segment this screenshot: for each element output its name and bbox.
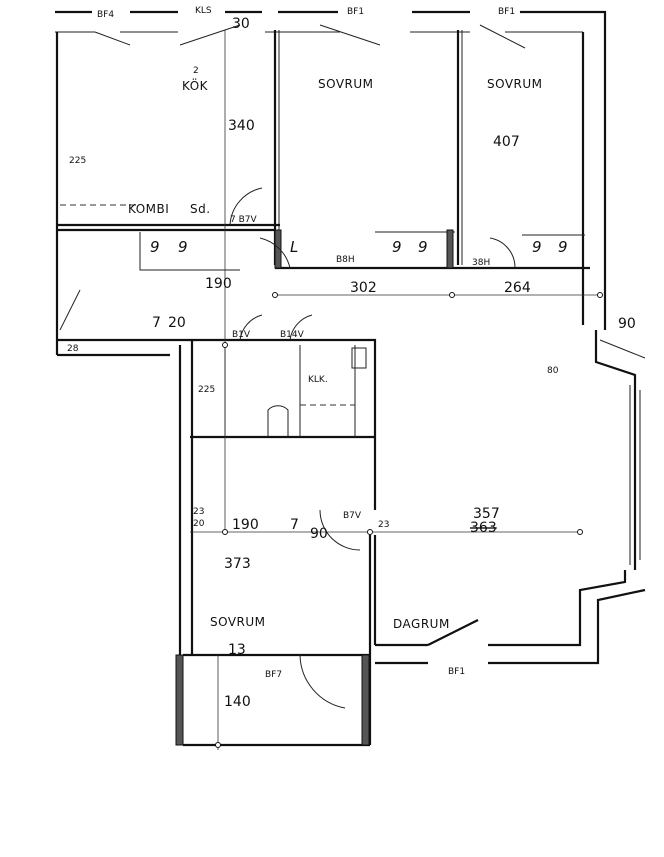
room-living: DAGRUM: [393, 617, 450, 631]
dim-140: 140: [224, 694, 251, 710]
window-code-kls: KLS: [195, 6, 212, 16]
balcony-wall: [175, 654, 184, 746]
label-combi: KOMBI: [128, 202, 169, 216]
dim-23: 23: [193, 507, 204, 517]
label-wc: KLK.: [308, 375, 328, 385]
dim-264: 264: [504, 280, 531, 296]
label-combi-suffix: Sd.: [190, 202, 211, 216]
dim-90: 90: [618, 316, 636, 332]
window-code-bf1: BF1: [347, 7, 364, 17]
window-code-bf1-bottom: BF1: [448, 667, 465, 677]
door-code-38h: 38H: [472, 258, 490, 268]
dim-80: 80: [547, 366, 559, 376]
closet-mark: 9: [532, 238, 542, 256]
door-code-b7v-mid: B7V: [343, 511, 362, 521]
door-code-b7v: 7 B7V: [230, 215, 257, 225]
dim-407: 407: [493, 134, 520, 150]
dim-373: 373: [224, 556, 251, 572]
window-code-bf7: BF7: [265, 670, 282, 680]
closet-mark: 9: [150, 238, 160, 256]
dim-190-h: 190: [232, 517, 259, 533]
dim-225-top: 225: [69, 156, 86, 166]
window-code-bf1: BF1: [498, 7, 515, 17]
dim-20: 20: [168, 315, 186, 331]
dim-20-b: 20: [193, 519, 205, 529]
door-code-b14v: B14V: [280, 330, 305, 340]
dim-7: 7: [152, 315, 161, 331]
dim-363: 363: [470, 520, 497, 536]
dim-190-v: 190: [205, 276, 232, 292]
closet-mark: 9: [178, 238, 188, 256]
dim-340: 340: [228, 118, 255, 134]
closet-mark: 9: [558, 238, 568, 256]
dim-28: 28: [67, 344, 79, 354]
kitchen-note: 2: [193, 66, 199, 76]
closet-mark: 9: [418, 238, 428, 256]
walls: [55, 10, 646, 750]
room-kitchen: KÖK: [182, 77, 209, 93]
dim-302: 302: [350, 280, 377, 296]
dim-13: 13: [228, 642, 246, 658]
closet-mark: 9: [392, 238, 402, 256]
dimension-dots: [215, 292, 603, 748]
door-code-b1v: B1V: [232, 330, 251, 340]
dim-357: 357: [473, 506, 500, 522]
window-code-bf4: BF4: [97, 10, 114, 20]
room-bedroom-1: SOVRUM: [318, 77, 374, 91]
pillar: [446, 229, 454, 269]
room-bedroom-3: SOVRUM: [210, 615, 266, 629]
closet-mark-l: L: [290, 238, 298, 256]
dim-23-b: 23: [378, 520, 389, 530]
dim-225-mid: 225: [198, 385, 215, 395]
dim-7-b: 7: [290, 517, 299, 533]
door-code-b8h: B8H: [336, 255, 355, 265]
dim-30: 30: [232, 16, 250, 32]
room-bedroom-2: SOVRUM: [487, 77, 543, 91]
doors: [59, 24, 526, 709]
pillar: [274, 229, 282, 269]
dim-90-b: 90: [310, 526, 328, 542]
balcony-wall: [361, 654, 370, 746]
